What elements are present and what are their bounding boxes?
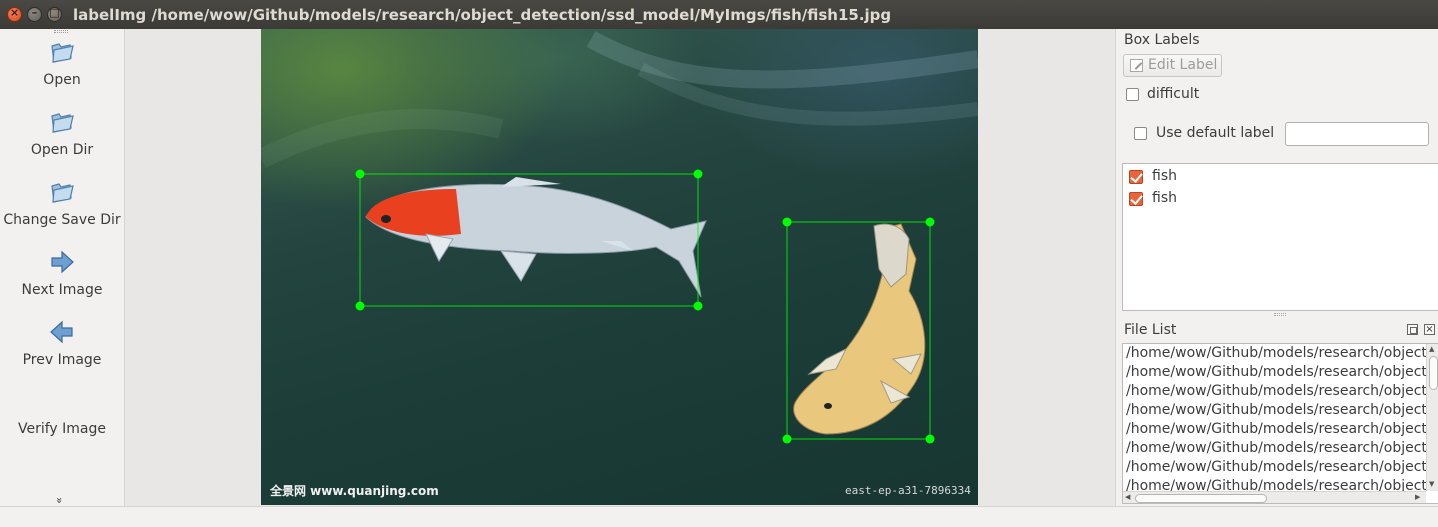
box-handle[interactable] <box>693 169 703 179</box>
toolbar-extension-icon[interactable]: » <box>52 497 66 504</box>
file-list-title: File List <box>1124 322 1177 338</box>
box-labels-title: Box Labels <box>1124 32 1200 48</box>
file-list[interactable]: /home/wow/Github/models/research/object_… <box>1122 343 1438 504</box>
open-label: Open <box>43 72 81 88</box>
dock-float-icon[interactable] <box>1407 324 1418 335</box>
file-list-item[interactable]: /home/wow/Github/models/research/object_… <box>1126 440 1426 456</box>
koi-fish-red-white <box>365 177 707 298</box>
label-text: fish <box>1152 168 1177 184</box>
title-bar: × – □ labelImg /home/wow/Github/models/r… <box>0 0 1438 29</box>
open-dir-button[interactable]: Open Dir <box>0 108 124 158</box>
change-save-dir-button[interactable]: Change Save Dir <box>0 178 124 228</box>
window-maximize-button[interactable]: □ <box>47 6 62 22</box>
label-list[interactable]: fish fish <box>1122 163 1438 311</box>
folder-icon <box>51 113 74 133</box>
file-list-item[interactable]: /home/wow/Github/models/research/object_… <box>1126 459 1426 475</box>
close-icon: × <box>9 6 20 19</box>
folder-icon <box>51 43 74 63</box>
edit-label-text: Edit Label <box>1148 57 1218 73</box>
label-visible-checkbox[interactable] <box>1129 192 1143 206</box>
default-label-input[interactable] <box>1285 122 1429 146</box>
status-bar <box>0 506 1438 527</box>
difficult-label: difficult <box>1147 86 1200 102</box>
file-list-item[interactable]: /home/wow/Github/models/research/object_… <box>1126 421 1426 437</box>
scroll-left-icon[interactable]: ◀ <box>1125 493 1131 501</box>
label-text: fish <box>1152 190 1177 206</box>
file-list-item[interactable]: /home/wow/Github/models/research/object_… <box>1126 364 1426 380</box>
image-overlay <box>261 31 978 444</box>
annotated-image[interactable]: 全景网 www.quanjing.com east-ep-a31-7896334 <box>261 29 978 505</box>
open-dir-label: Open Dir <box>30 142 94 158</box>
edit-label-button[interactable]: Edit Label <box>1123 54 1222 77</box>
file-list-vertical-scrollbar[interactable]: ▲ ▼ <box>1426 344 1438 491</box>
verify-image-label: Verify Image <box>17 421 106 437</box>
next-image-button[interactable]: Next Image <box>0 248 124 298</box>
koi-fish-yellow <box>793 223 926 435</box>
box-handle[interactable] <box>925 434 935 444</box>
scroll-up-icon[interactable]: ▲ <box>1429 345 1435 353</box>
label-list-item[interactable]: fish <box>1129 189 1429 209</box>
prev-image-label: Prev Image <box>22 352 102 368</box>
file-list-item[interactable]: /home/wow/Github/models/research/object_… <box>1126 345 1426 361</box>
window-minimize-button[interactable]: – <box>27 6 42 22</box>
file-list-horizontal-scrollbar[interactable]: ◀ ▶ <box>1123 491 1426 503</box>
toolbar-grip[interactable] <box>54 30 68 33</box>
minimize-icon: – <box>31 6 38 19</box>
difficult-checkbox[interactable] <box>1126 88 1139 101</box>
window-close-button[interactable]: × <box>7 6 22 22</box>
watermark-right: east-ep-a31-7896334 <box>845 484 971 497</box>
maximize-icon: □ <box>49 6 60 19</box>
window-title: labelImg /home/wow/Github/models/researc… <box>73 6 892 24</box>
scroll-down-icon[interactable]: ▼ <box>1429 480 1435 488</box>
scrollbar-thumb[interactable] <box>1135 494 1267 503</box>
file-list-item[interactable]: /home/wow/Github/models/research/object_… <box>1126 383 1426 399</box>
box-handle[interactable] <box>693 301 703 311</box>
file-list-item[interactable]: /home/wow/Github/models/research/object_… <box>1126 478 1426 494</box>
arrow-right-icon <box>51 250 74 274</box>
label-list-item[interactable]: fish <box>1129 167 1429 187</box>
left-toolbar: Open Open Dir Change Save Dir Next Image <box>0 29 125 506</box>
canvas-scroll-area[interactable]: 全景网 www.quanjing.com east-ep-a31-7896334 <box>125 29 1115 506</box>
open-button[interactable]: Open <box>0 38 124 88</box>
edit-icon <box>1130 59 1143 72</box>
use-default-label-text: Use default label <box>1156 125 1275 141</box>
dock-splitter-handle[interactable] <box>1274 313 1286 316</box>
arrow-left-icon <box>50 320 73 344</box>
box-handle[interactable] <box>925 217 935 227</box>
box-handle[interactable] <box>355 301 365 311</box>
folder-icon <box>51 183 74 203</box>
prev-image-button[interactable]: Prev Image <box>0 318 124 368</box>
dock-close-icon[interactable]: × <box>1424 324 1435 335</box>
verify-image-button[interactable]: Verify Image <box>0 415 124 437</box>
bounding-box-1[interactable] <box>355 169 703 311</box>
use-default-label-checkbox[interactable] <box>1134 127 1147 140</box>
box-handle[interactable] <box>782 434 792 444</box>
scrollbar-thumb[interactable] <box>1429 356 1438 390</box>
scroll-right-icon[interactable]: ▶ <box>1415 493 1421 501</box>
label-visible-checkbox[interactable] <box>1129 170 1143 184</box>
file-list-item[interactable]: /home/wow/Github/models/research/object_… <box>1126 402 1426 418</box>
next-image-label: Next Image <box>21 282 103 298</box>
bounding-box-2[interactable] <box>782 217 935 444</box>
right-dock-panel: Box Labels Edit Label difficult Use defa… <box>1115 29 1438 506</box>
watermark-left: 全景网 www.quanjing.com <box>270 484 439 498</box>
box-handle[interactable] <box>355 169 365 179</box>
box-handle[interactable] <box>782 217 792 227</box>
change-save-dir-label: Change Save Dir <box>3 212 121 228</box>
